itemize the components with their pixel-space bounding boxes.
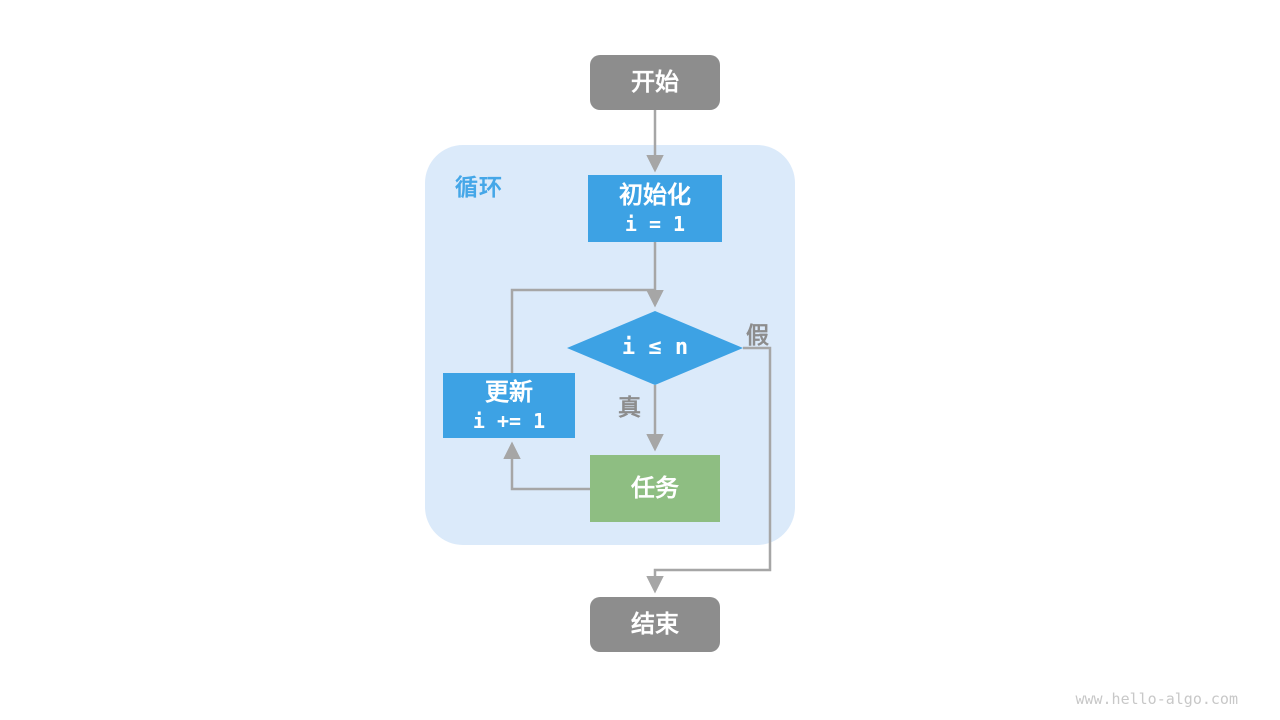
condition-label: i ≤ n <box>621 334 689 360</box>
init-node: 初始化 i = 1 <box>588 175 722 242</box>
loop-label: 循环 <box>455 174 503 200</box>
end-node-label: 结束 <box>631 610 679 638</box>
watermark: www.hello-algo.com <box>1075 690 1238 708</box>
update-node-code: i += 1 <box>472 408 546 433</box>
start-node: 开始 <box>590 55 720 110</box>
start-node-label: 开始 <box>631 68 679 96</box>
end-node: 结束 <box>590 597 720 652</box>
true-edge-label: 真 <box>618 394 641 420</box>
task-node: 任务 <box>590 455 720 522</box>
update-node: 更新 i += 1 <box>443 373 575 438</box>
task-node-label: 任务 <box>631 474 679 502</box>
init-node-label: 初始化 <box>619 181 691 209</box>
update-node-label: 更新 <box>485 378 533 406</box>
false-edge-label: 假 <box>746 322 769 348</box>
init-node-code: i = 1 <box>624 211 686 236</box>
